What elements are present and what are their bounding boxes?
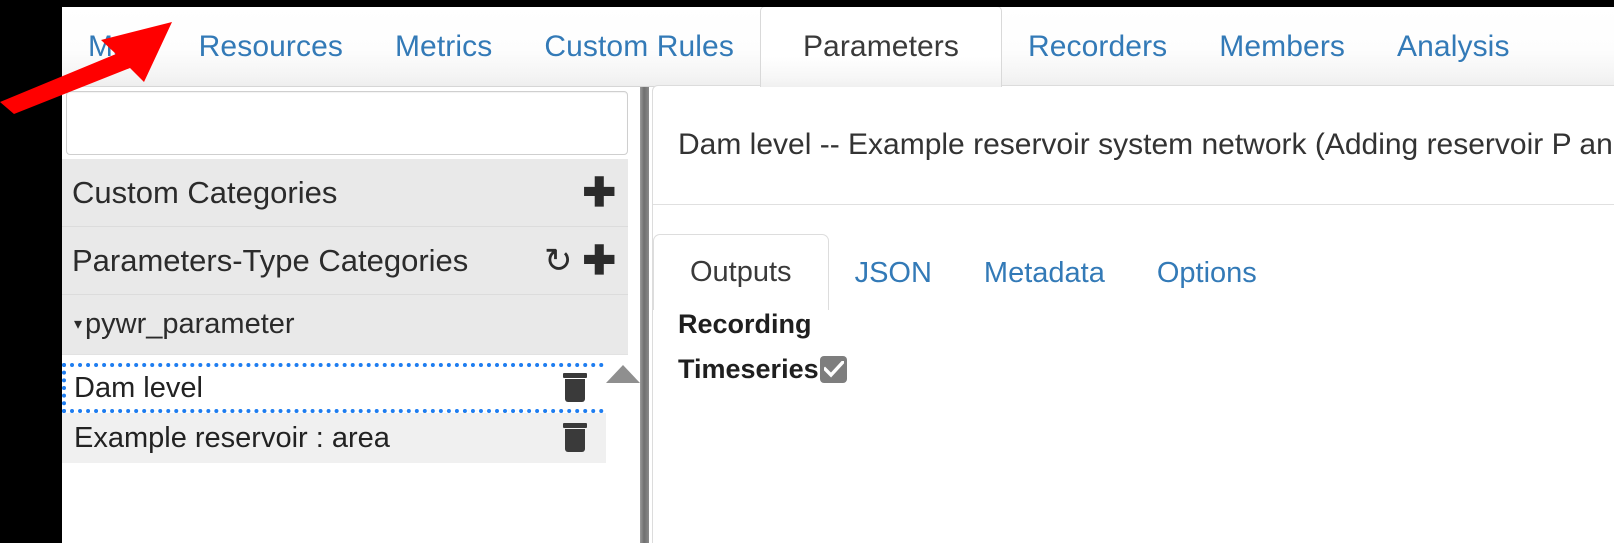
tab-custom-rules[interactable]: Custom Rules [518, 7, 760, 87]
page-title: Dam level -- Example reservoir system ne… [653, 86, 1614, 205]
parameter-detail-panel: Dam level -- Example reservoir system ne… [652, 85, 1614, 543]
main-tab-bar: Map Resources Metrics Custom Rules Param… [62, 7, 1614, 87]
list-item-label: Example reservoir : area [74, 421, 390, 454]
check-icon [823, 360, 844, 378]
tree-node-label: pywr_parameter [85, 308, 295, 340]
parameters-sidebar: Custom Categories ✚ Parameters-Type Cate… [62, 87, 640, 543]
tab-resources-label: Resources [198, 30, 343, 63]
tab-analysis[interactable]: Analysis [1371, 7, 1536, 87]
application-page: Map Resources Metrics Custom Rules Param… [62, 7, 1614, 543]
timeseries-label: Timeseries [678, 353, 819, 384]
scroll-up-arrow-icon[interactable] [606, 361, 640, 387]
recording-section-heading: Recording [678, 309, 812, 339]
refresh-icon[interactable]: ↻ [543, 241, 573, 280]
plus-icon[interactable]: ✚ [582, 238, 616, 283]
tab-metadata[interactable]: Metadata [958, 236, 1131, 310]
crop-frame-left [0, 0, 62, 543]
parameters-type-categories-row[interactable]: Parameters-Type Categories ↻ ✚ [62, 227, 628, 295]
search-box[interactable] [66, 91, 628, 155]
panel-splitter-handle[interactable] [640, 87, 649, 543]
list-item-example-reservoir-area[interactable]: Example reservoir : area [62, 413, 628, 463]
tree-node-pywr-parameter[interactable]: ▾ pywr_parameter [62, 295, 628, 355]
tab-map-label: Map [88, 30, 147, 63]
tab-members[interactable]: Members [1193, 7, 1371, 87]
tab-parameters[interactable]: Parameters [759, 7, 1002, 87]
tab-metadata-label: Metadata [983, 256, 1105, 289]
custom-categories-label: Custom Categories [72, 174, 338, 210]
tab-map[interactable]: Map [62, 7, 173, 87]
tab-members-label: Members [1219, 30, 1346, 63]
tab-metrics[interactable]: Metrics [369, 7, 518, 87]
parameters-type-categories-label: Parameters-Type Categories [72, 242, 469, 278]
tab-options-label: Options [1156, 256, 1257, 289]
tab-json[interactable]: JSON [829, 236, 958, 310]
detail-tab-list: Outputs JSON Metadata Options [653, 234, 1614, 310]
timeseries-checkbox[interactable] [819, 355, 847, 383]
tab-custom-rules-label: Custom Rules [544, 30, 734, 63]
plus-icon[interactable]: ✚ [582, 170, 616, 215]
tab-metrics-label: Metrics [394, 30, 493, 63]
tab-outputs-label: Outputs [690, 256, 792, 288]
tab-analysis-label: Analysis [1397, 30, 1510, 63]
tab-recorders-label: Recorders [1028, 30, 1168, 63]
category-list: Custom Categories ✚ Parameters-Type Cate… [62, 159, 628, 355]
parameter-item-list: Dam level Example reservoir : area [62, 363, 628, 463]
list-item-dam-level[interactable]: Dam level [62, 363, 628, 413]
custom-categories-row[interactable]: Custom Categories ✚ [62, 159, 628, 227]
chevron-down-icon[interactable]: ▾ [74, 315, 83, 333]
outputs-tab-content: Recording Timeseries [653, 309, 1614, 385]
trash-icon[interactable] [562, 373, 588, 403]
trash-icon[interactable] [562, 423, 588, 453]
tab-options[interactable]: Options [1131, 236, 1283, 310]
custom-categories-actions: ✚ [582, 173, 616, 213]
tab-recorders[interactable]: Recorders [1002, 7, 1193, 87]
timeseries-row: Timeseries [678, 354, 1614, 385]
list-item-label: Dam level [74, 371, 203, 404]
tab-parameters-label: Parameters [802, 30, 959, 63]
tab-resources[interactable]: Resources [173, 7, 369, 87]
main-tab-list: Map Resources Metrics Custom Rules Param… [62, 7, 1536, 87]
tab-json-label: JSON [854, 256, 932, 289]
tab-outputs[interactable]: Outputs [653, 234, 829, 310]
parameters-type-categories-actions: ↻ ✚ [544, 241, 616, 281]
sidebar-scrollbar[interactable] [606, 357, 640, 543]
search-input[interactable] [67, 92, 627, 154]
crop-frame-top [0, 0, 1614, 7]
